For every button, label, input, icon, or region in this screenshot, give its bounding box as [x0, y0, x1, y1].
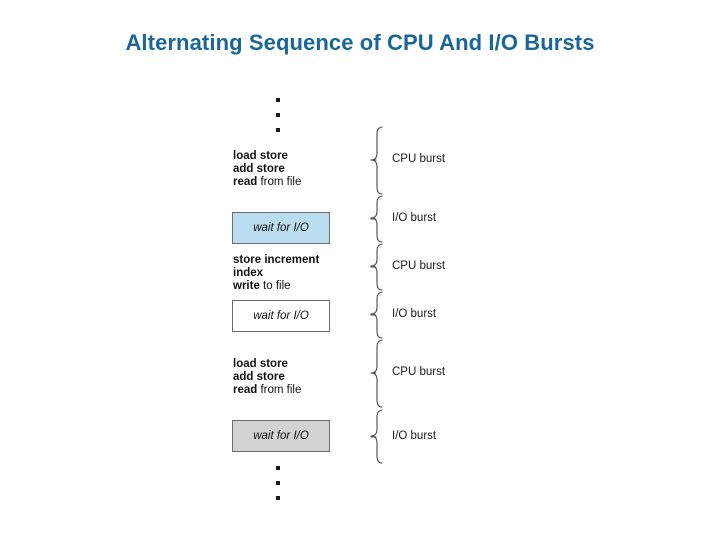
code-block-cpu-burst-1: load store add store read from file: [233, 150, 301, 190]
ellipsis-dot: [276, 113, 280, 117]
code-line: load store: [233, 150, 288, 162]
code-line: load store: [233, 358, 288, 370]
code-line: read from file: [233, 176, 302, 189]
burst-label-io-3: I/O burst: [392, 430, 437, 442]
wait-for-io-box-2: wait for I/O: [232, 300, 330, 332]
burst-label-cpu-3: CPU burst: [392, 366, 446, 378]
code-line: read from file: [233, 384, 302, 397]
ellipsis-bottom: [276, 466, 286, 500]
code-block-cpu-burst-2: store increment index write to file: [233, 254, 319, 294]
ellipsis-dot: [276, 466, 280, 470]
wait-for-io-label: wait for I/O: [253, 222, 309, 234]
code-line: index: [233, 267, 264, 280]
burst-label-cpu-1: CPU burst: [392, 153, 446, 165]
ellipsis-dot: [276, 481, 280, 485]
code-line: write to file: [233, 280, 291, 293]
cpu-io-burst-diagram: load store add store read from file wait…: [232, 88, 472, 500]
ellipsis-top: [276, 98, 286, 132]
code-block-cpu-burst-3: load store add store read from file: [233, 358, 301, 398]
page-title: Alternating Sequence of CPU And I/O Burs…: [125, 30, 595, 55]
ellipsis-dot: [276, 98, 280, 102]
code-line: add store: [233, 371, 285, 384]
wait-for-io-label: wait for I/O: [253, 310, 309, 322]
code-line: add store: [233, 163, 285, 176]
burst-brace-column: CPU burst I/O burst CPU burst I/O burst …: [370, 126, 472, 466]
wait-for-io-label: wait for I/O: [253, 430, 309, 442]
burst-label-cpu-2: CPU burst: [392, 260, 446, 272]
ellipsis-dot: [276, 496, 280, 500]
code-line: store increment: [233, 254, 320, 266]
ellipsis-dot: [276, 128, 280, 132]
burst-label-io-1: I/O burst: [392, 212, 437, 224]
wait-for-io-box-3: wait for I/O: [232, 420, 330, 452]
wait-for-io-box-1: wait for I/O: [232, 212, 330, 244]
burst-braces-icon: [370, 126, 383, 464]
burst-label-io-2: I/O burst: [392, 308, 437, 320]
